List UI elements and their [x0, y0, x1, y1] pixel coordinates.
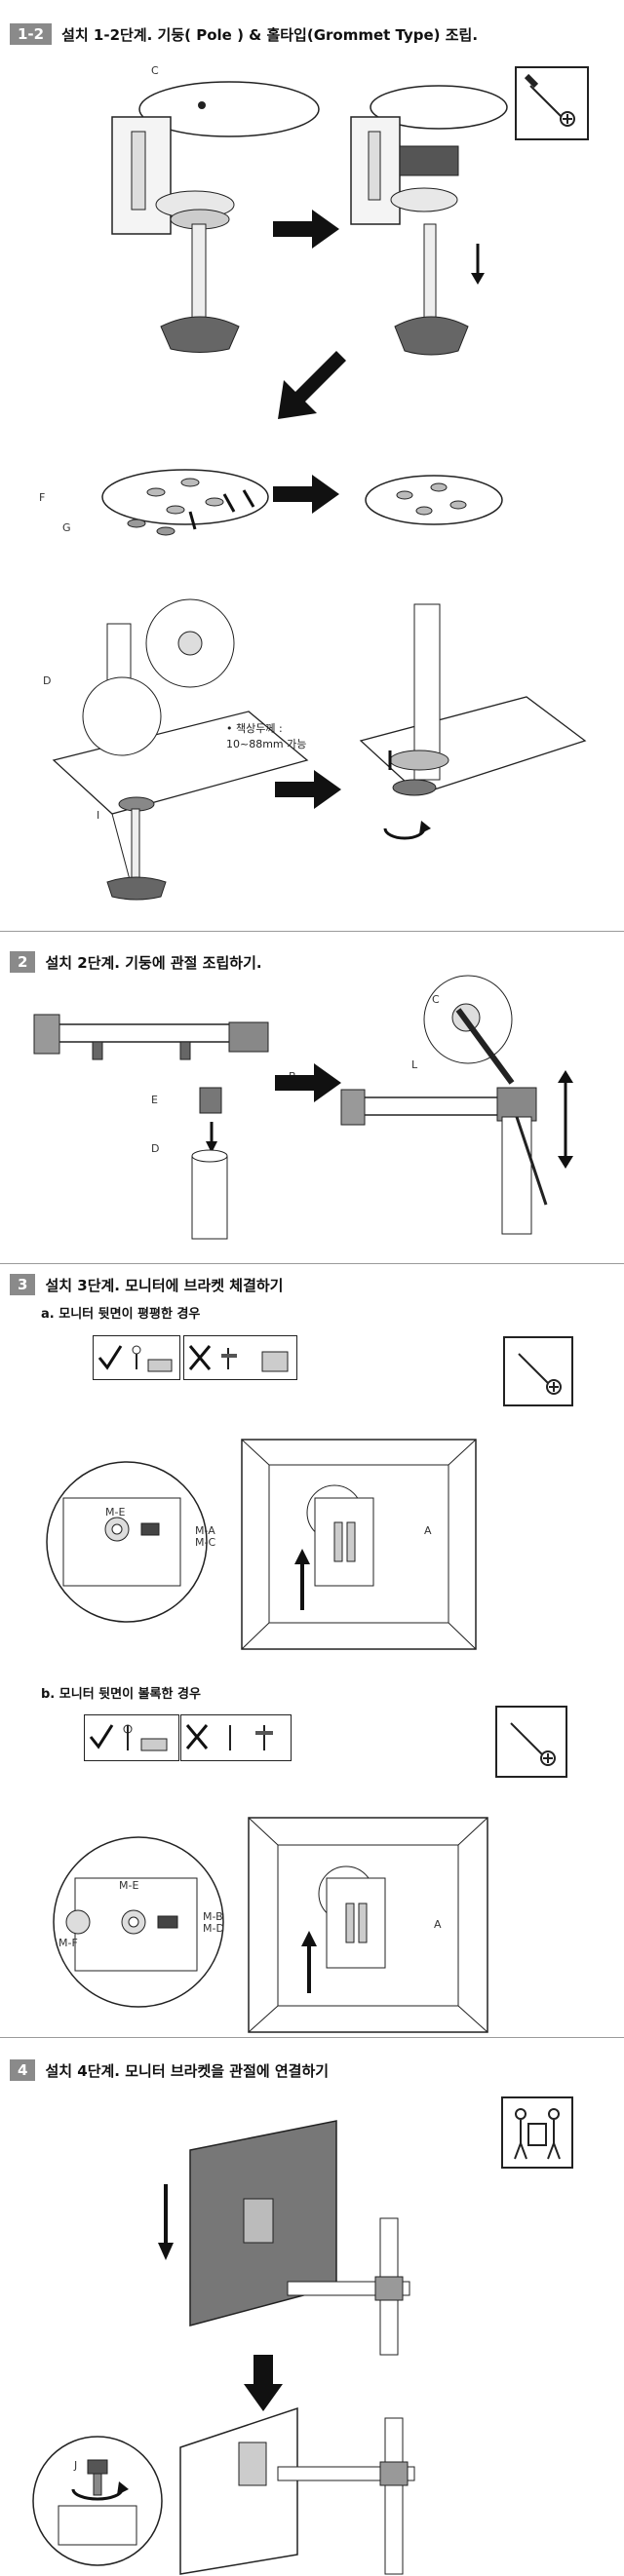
- monitor-back-illustration-b: [248, 1817, 488, 2033]
- step1-section: 1-2 설치 1-2단계. 기둥( Pole ) & 홀타입(Grommet T…: [0, 0, 624, 931]
- base-plate-assembled-illustration: [365, 475, 503, 525]
- label-f: F: [39, 491, 46, 504]
- step3-title: 설치 3단계. 모니터에 브라켓 체결하기: [45, 1276, 284, 1294]
- step1-badge: 1-2: [10, 23, 53, 45]
- label-mf: M-F: [58, 1937, 78, 1949]
- label-c: C: [432, 993, 440, 1006]
- step2-badge: 2: [10, 951, 36, 973]
- step4-badge: 4: [10, 2059, 36, 2081]
- arm-on-pole-illustration: [340, 975, 573, 1235]
- screwdriver-tool-box: [495, 1706, 567, 1778]
- step3-sub-b: b. 모니터 뒷면이 볼록한 경우: [41, 1687, 201, 1702]
- screwdriver-tool-box: [503, 1336, 573, 1406]
- label-ma: M-A: [195, 1524, 215, 1537]
- wrong-mount-box: [180, 1714, 292, 1761]
- monitor-back-illustration-a: [241, 1439, 477, 1650]
- screwdriver-icon: [518, 1353, 562, 1395]
- screwdriver-icon: [524, 73, 575, 127]
- divider-3: [0, 2037, 624, 2038]
- check-mark-icon: [89, 1724, 168, 1751]
- step2-header: 2 설치 2단계. 기둥에 관절 조립하기.: [10, 951, 262, 973]
- desk-thickness-line2: 10~88mm 가능: [226, 738, 307, 750]
- label-j: J: [74, 2459, 78, 2472]
- label-md: M-D: [203, 1922, 224, 1935]
- clamp-assembly-illustration: [111, 81, 320, 353]
- arrow-right-icon: [273, 210, 339, 249]
- correct-mount-box: [84, 1714, 179, 1761]
- label-i: I: [97, 809, 100, 822]
- cross-mark-icon: [185, 1724, 273, 1750]
- label-mc: M-C: [195, 1536, 216, 1549]
- two-person-tool-box: [501, 2096, 573, 2169]
- step1-header: 1-2 설치 1-2단계. 기둥( Pole ) & 홀타입(Grommet T…: [10, 23, 478, 45]
- label-d: D: [43, 674, 52, 687]
- step4-section: 4 설치 4단계. 모니터 브라켓을 관절에 연결하기: [0, 2038, 624, 2576]
- arrow-right-icon: [273, 475, 339, 514]
- label-me-b: M-E: [119, 1879, 139, 1892]
- clamp-exploded-illustration: [350, 85, 508, 356]
- knob-detail-illustration: [32, 2436, 163, 2566]
- desk-thickness-note: • 책상두께 : 10~88mm 가능: [226, 721, 306, 752]
- label-mb: M-B: [203, 1910, 223, 1923]
- arrow-down-icon: [244, 2355, 283, 2411]
- screwdriver-tool-box: [515, 66, 589, 140]
- pole-through-desk-illustration: [52, 598, 309, 901]
- arrow-right-icon: [275, 1063, 341, 1102]
- step3-sub-a: a. 모니터 뒷면이 평평한 경우: [41, 1307, 201, 1322]
- correct-mount-box: [93, 1335, 180, 1380]
- label-l: L: [411, 1058, 418, 1071]
- desk-thickness-line1: • 책상두께 :: [226, 722, 283, 735]
- monitor-lowering-illustration: [189, 2120, 410, 2356]
- two-person-lift-icon: [514, 2108, 561, 2160]
- wrong-mount-box: [183, 1335, 297, 1380]
- step2-section: 2 설치 2단계. 기둥에 관절 조립하기. B E D L C: [0, 932, 624, 1263]
- pole-secured-under-desk-illustration: [359, 603, 587, 840]
- step3-section: 3 설치 3단계. 모니터에 브라켓 체결하기 a. 모니터 뒷면이 평평한 경…: [0, 1264, 624, 2008]
- screwdriver-icon: [510, 1722, 556, 1766]
- step4-title: 설치 4단계. 모니터 브라켓을 관절에 연결하기: [45, 2061, 330, 2080]
- step1-title: 설치 1-2단계. 기둥( Pole ) & 홀타입(Grommet Type)…: [61, 25, 479, 44]
- arrow-right-icon: [275, 770, 341, 809]
- check-mark-icon: [98, 1345, 173, 1372]
- step4-header: 4 설치 4단계. 모니터 브라켓을 관절에 연결하기: [10, 2059, 329, 2081]
- label-e: E: [151, 1094, 158, 1106]
- divider-1: [0, 931, 624, 932]
- base-plate-grommets-illustration: [101, 469, 269, 536]
- arrow-down-icon: [158, 2184, 174, 2260]
- label-c: C: [151, 64, 159, 77]
- arrow-down-left-icon: [278, 351, 346, 419]
- step3-header: 3 설치 3단계. 모니터에 브라켓 체결하기: [10, 1274, 283, 1295]
- bracket-detail-illustration-b: [53, 1836, 224, 2008]
- bracket-detail-illustration-a: [46, 1461, 208, 1623]
- step2-title: 설치 2단계. 기둥에 관절 조립하기.: [45, 953, 262, 972]
- monitor-mounted-illustration: [179, 2406, 415, 2575]
- step3-badge: 3: [10, 1274, 36, 1295]
- label-me: M-E: [105, 1506, 126, 1519]
- label-a: A: [424, 1524, 432, 1537]
- cross-mark-icon: [188, 1345, 289, 1372]
- divider-2: [0, 1263, 624, 1264]
- arm-joint-illustration: [33, 1014, 269, 1240]
- label-d: D: [151, 1142, 160, 1155]
- label-a-b: A: [434, 1918, 442, 1931]
- label-g: G: [62, 521, 71, 534]
